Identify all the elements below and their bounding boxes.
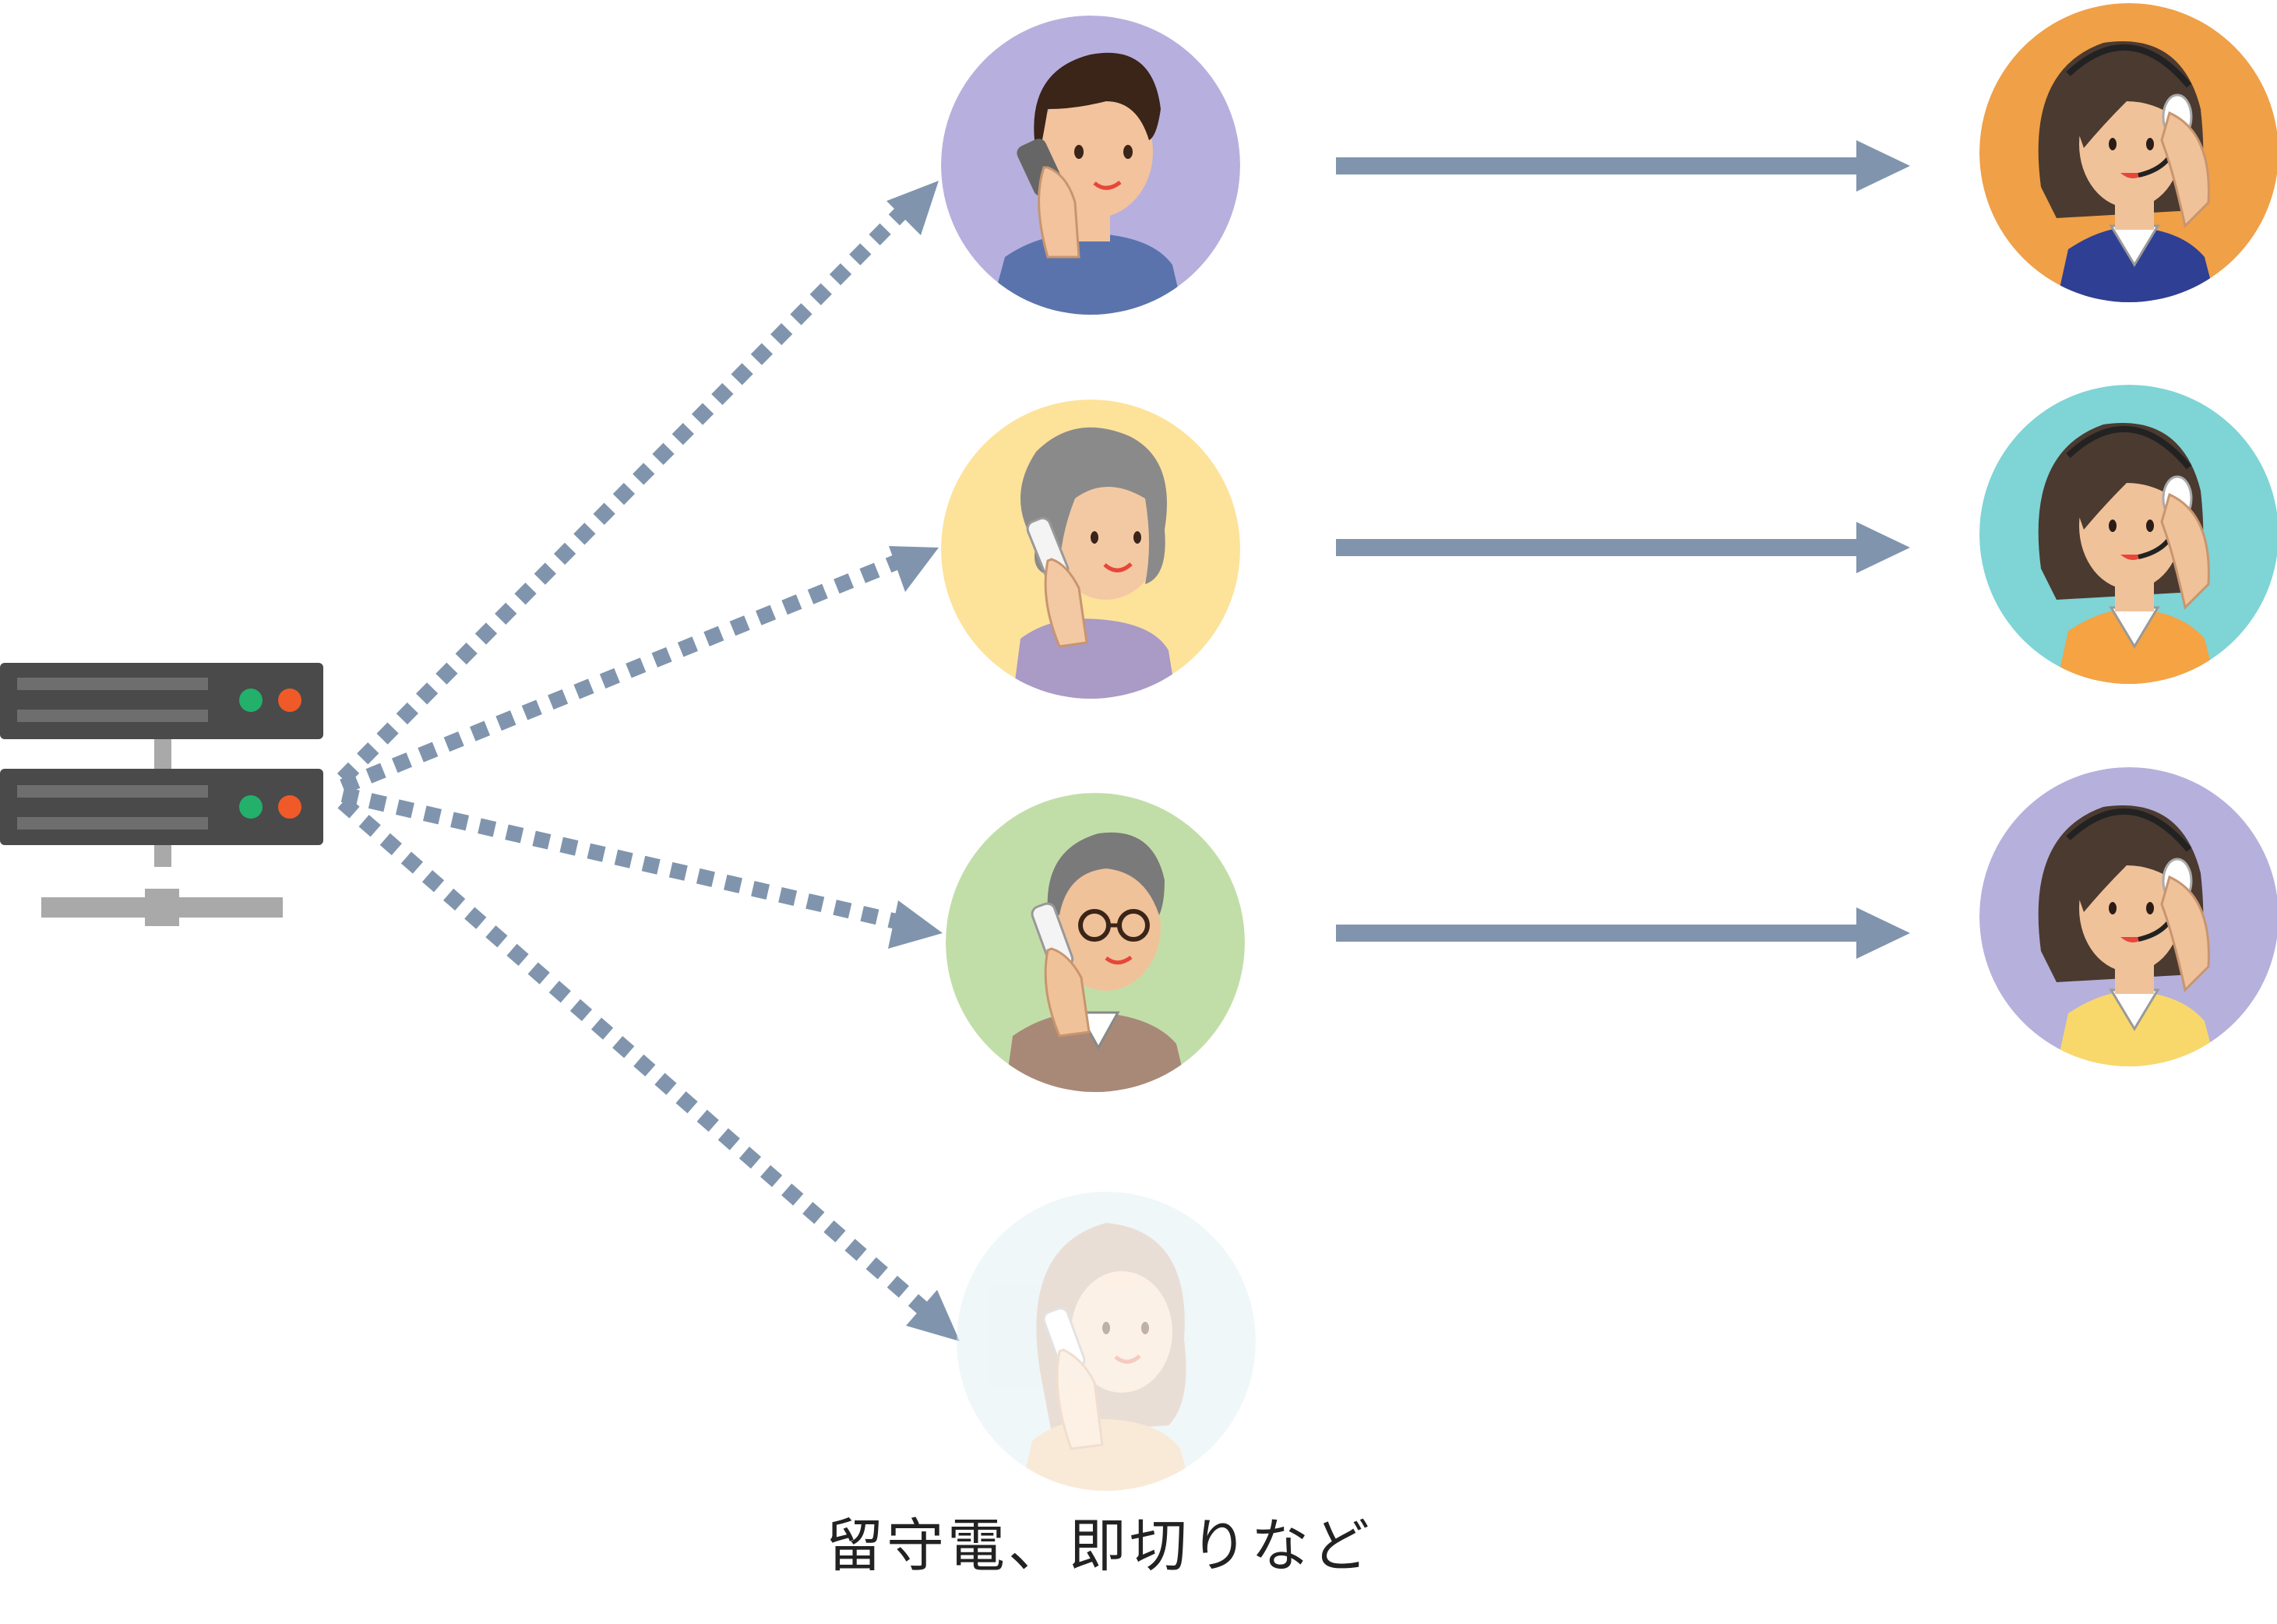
dotted-arrow-to-elderly-woman xyxy=(340,546,939,794)
operator-with-headset-icon xyxy=(1979,767,2277,1066)
woman-on-phone-faded-icon xyxy=(957,1192,1256,1491)
operator-with-headset-icon xyxy=(1979,385,2277,684)
dotted-arrow-to-faded-woman xyxy=(337,796,960,1341)
server-unit-bottom xyxy=(0,769,323,845)
status-led-red xyxy=(278,795,301,819)
solid-arrow-3 xyxy=(1336,907,1910,959)
connected-call-arrows xyxy=(1336,140,1910,959)
server-icon xyxy=(0,663,323,926)
elderly-woman-on-phone-icon xyxy=(941,400,1240,699)
server-unit-top xyxy=(0,663,323,739)
outgoing-call-arrows xyxy=(337,181,960,1341)
status-led-red xyxy=(278,689,301,712)
status-led-green xyxy=(239,795,263,819)
operator-with-headset-icon xyxy=(1979,3,2277,302)
no-answer-caption: 留守電、即切りなど xyxy=(826,1513,1373,1580)
dotted-arrow-to-young-man xyxy=(337,181,939,785)
elderly-man-with-glasses-on-phone-icon xyxy=(946,793,1245,1092)
solid-arrow-2 xyxy=(1336,522,1910,573)
solid-arrow-1 xyxy=(1336,140,1910,192)
dotted-arrow-to-elderly-man xyxy=(340,787,943,949)
server-stand-joint xyxy=(145,889,179,926)
young-man-on-phone-icon xyxy=(941,16,1240,315)
status-led-green xyxy=(239,689,263,712)
